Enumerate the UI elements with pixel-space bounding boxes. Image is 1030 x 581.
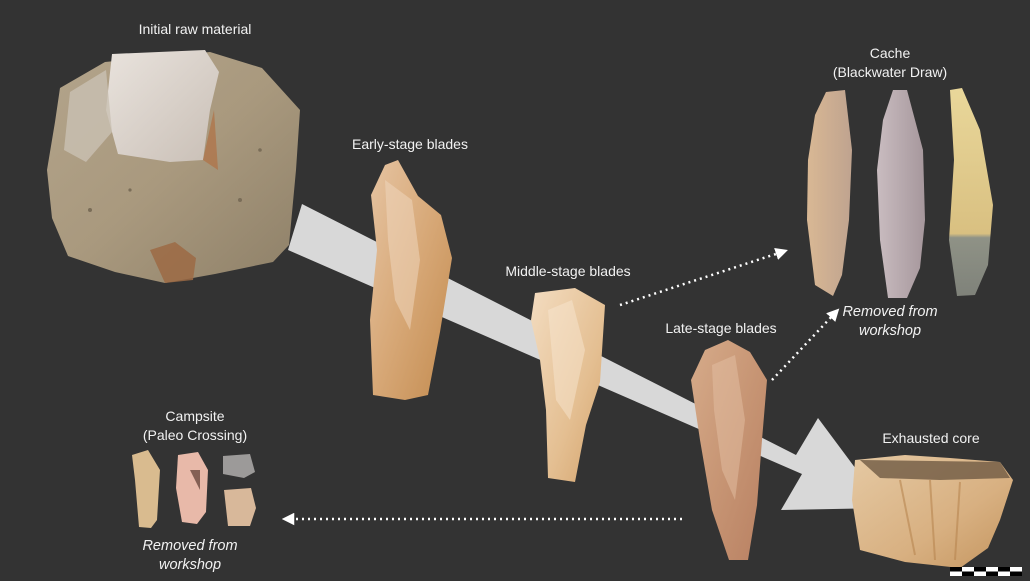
label-removed-from-workshop-right-1: Removed from xyxy=(830,303,950,322)
label-middle-stage-blades: Middle-stage blades xyxy=(490,262,646,281)
label-campsite-site: (Paleo Crossing) xyxy=(130,426,260,445)
label-removed-from-workshop-left-2: workshop xyxy=(130,556,250,575)
label-initial-raw-material: Initial raw material xyxy=(110,20,280,39)
cache-blades xyxy=(807,88,993,298)
label-campsite: Campsite xyxy=(130,407,260,426)
campsite-artifacts xyxy=(132,450,256,528)
label-late-stage-blades: Late-stage blades xyxy=(652,319,790,338)
label-early-stage-blades: Early-stage blades xyxy=(340,135,480,154)
raw-material-nodule xyxy=(47,50,300,283)
label-cache: Cache xyxy=(820,44,960,63)
label-removed-from-workshop-left-1: Removed from xyxy=(130,537,250,556)
label-exhausted-core: Exhausted core xyxy=(866,429,996,448)
label-removed-from-workshop-right-2: workshop xyxy=(830,322,950,341)
middle-stage-blade xyxy=(531,288,605,482)
scale-bar xyxy=(950,567,1022,576)
label-cache-site: (Blackwater Draw) xyxy=(820,63,960,82)
exhausted-core xyxy=(852,455,1013,568)
early-stage-blade xyxy=(370,160,452,400)
late-stage-blade xyxy=(691,340,767,560)
